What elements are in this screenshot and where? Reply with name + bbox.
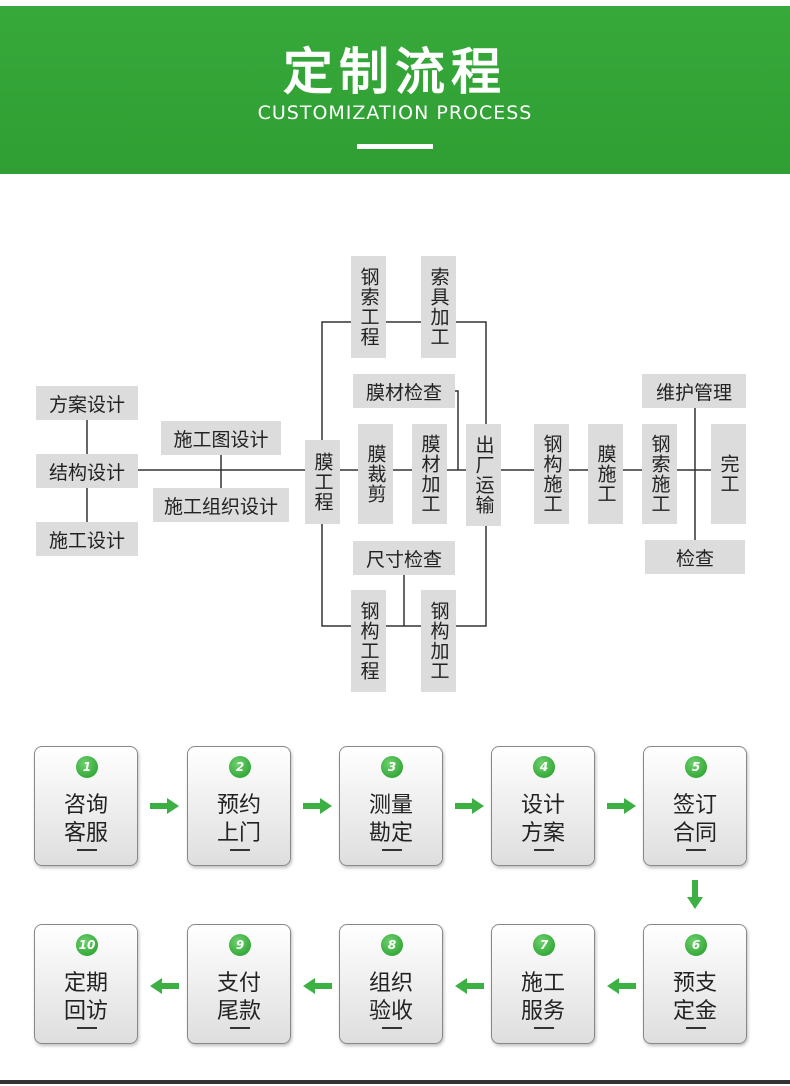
step-label-line1: 预支: [672, 971, 717, 996]
box-membrane-engineering: 膜工程: [305, 440, 340, 524]
step-label-line1: 施工: [520, 971, 565, 996]
step-label-line2: 上门: [216, 821, 261, 846]
step-label-line1: 支付: [216, 971, 261, 996]
bottom-divider: [0, 1080, 790, 1084]
step-number-badge: 1: [76, 756, 98, 778]
step-label-line2: 定金: [672, 999, 717, 1024]
step-number-badge: 4: [533, 756, 555, 778]
box-organization-design: 施工组织设计: [153, 488, 289, 522]
page-subtitle: CUSTOMIZATION PROCESS: [257, 102, 533, 124]
box-steel-structure-engineering: 钢构工程: [351, 590, 386, 692]
box-complete: 完工: [711, 424, 746, 524]
step-card-8: 8 组织 验收: [339, 924, 443, 1044]
step-label-line2: 合同: [672, 821, 717, 846]
box-membrane-construction: 膜施工: [588, 424, 623, 524]
arrow-right-icon: [303, 798, 332, 814]
step-label-line2: 服务: [520, 999, 565, 1024]
step-dash: [77, 849, 97, 851]
step-dash: [686, 1027, 706, 1029]
box-steel-cable-engineering: 钢索工程: [351, 256, 386, 358]
box-membrane-cutting: 膜裁剪: [358, 424, 393, 524]
step-label-line2: 验收: [368, 999, 413, 1024]
step-label-line1: 设计: [520, 793, 565, 818]
arrow-left-icon: [455, 978, 484, 994]
box-membrane-processing: 膜材加工: [412, 424, 447, 524]
box-shipping: 出厂运输: [466, 424, 501, 526]
step-dash: [230, 1027, 250, 1029]
step-number-badge: 9: [229, 934, 251, 956]
step-label-line2: 尾款: [216, 999, 261, 1024]
step-card-4: 4 设计 方案: [491, 746, 595, 866]
step-label-line2: 客服: [63, 821, 108, 846]
step-label-line2: 方案: [520, 821, 565, 846]
box-construction-design: 施工设计: [36, 522, 138, 556]
box-scheme-design: 方案设计: [36, 386, 138, 420]
step-number-badge: 5: [685, 756, 707, 778]
box-drawing-design: 施工图设计: [161, 421, 281, 455]
step-number-badge: 10: [76, 934, 98, 956]
step-number-badge: 3: [381, 756, 403, 778]
step-dash: [686, 849, 706, 851]
step-label-line2: 回访: [63, 999, 108, 1024]
step-card-2: 2 预约 上门: [187, 746, 291, 866]
arrow-left-icon: [150, 978, 179, 994]
step-label-line1: 组织: [368, 971, 413, 996]
step-label-line1: 咨询: [63, 793, 108, 818]
step-card-3: 3 测量 勘定: [339, 746, 443, 866]
step-dash: [534, 849, 554, 851]
step-dash: [77, 1027, 97, 1029]
arrow-right-icon: [455, 798, 484, 814]
box-steel-processing: 钢构加工: [421, 590, 456, 692]
box-size-check: 尺寸检查: [353, 541, 455, 575]
step-number-badge: 6: [685, 934, 707, 956]
step-dash: [382, 849, 402, 851]
step-dash: [382, 1027, 402, 1029]
page-title: 定制流程: [283, 43, 507, 101]
step-number-badge: 7: [533, 934, 555, 956]
step-number-badge: 2: [229, 756, 251, 778]
box-structure-design: 结构设计: [36, 454, 138, 488]
step-dash: [230, 849, 250, 851]
step-card-5: 5 签订 合同: [643, 746, 747, 866]
step-label-line2: 勘定: [368, 821, 413, 846]
box-steel-construction: 钢构施工: [534, 424, 569, 524]
box-inspection: 检查: [645, 540, 745, 574]
box-cable-fitting-processing: 索具加工: [421, 256, 456, 358]
step-label-line1: 测量: [368, 793, 413, 818]
arrow-left-icon: [303, 978, 332, 994]
step-card-6: 6 预支 定金: [643, 924, 747, 1044]
step-label-line1: 签订: [672, 793, 717, 818]
step-label-line1: 预约: [216, 793, 261, 818]
step-card-10: 10 定期 回访: [34, 924, 138, 1044]
step-number-badge: 8: [381, 934, 403, 956]
arrow-down-icon: [687, 880, 703, 909]
step-card-9: 9 支付 尾款: [187, 924, 291, 1044]
step-label-line1: 定期: [63, 971, 108, 996]
header-banner: 定制流程 CUSTOMIZATION PROCESS: [0, 6, 790, 174]
step-card-7: 7 施工 服务: [491, 924, 595, 1044]
title-underline: [357, 144, 433, 149]
step-dash: [534, 1027, 554, 1029]
arrow-right-icon: [150, 798, 179, 814]
arrow-right-icon: [607, 798, 636, 814]
arrow-left-icon: [607, 978, 636, 994]
box-maintenance: 维护管理: [642, 374, 746, 408]
box-cable-construction: 钢索施工: [642, 424, 677, 524]
step-card-1: 1 咨询 客服: [34, 746, 138, 866]
box-membrane-material-check: 膜材检查: [353, 374, 455, 408]
